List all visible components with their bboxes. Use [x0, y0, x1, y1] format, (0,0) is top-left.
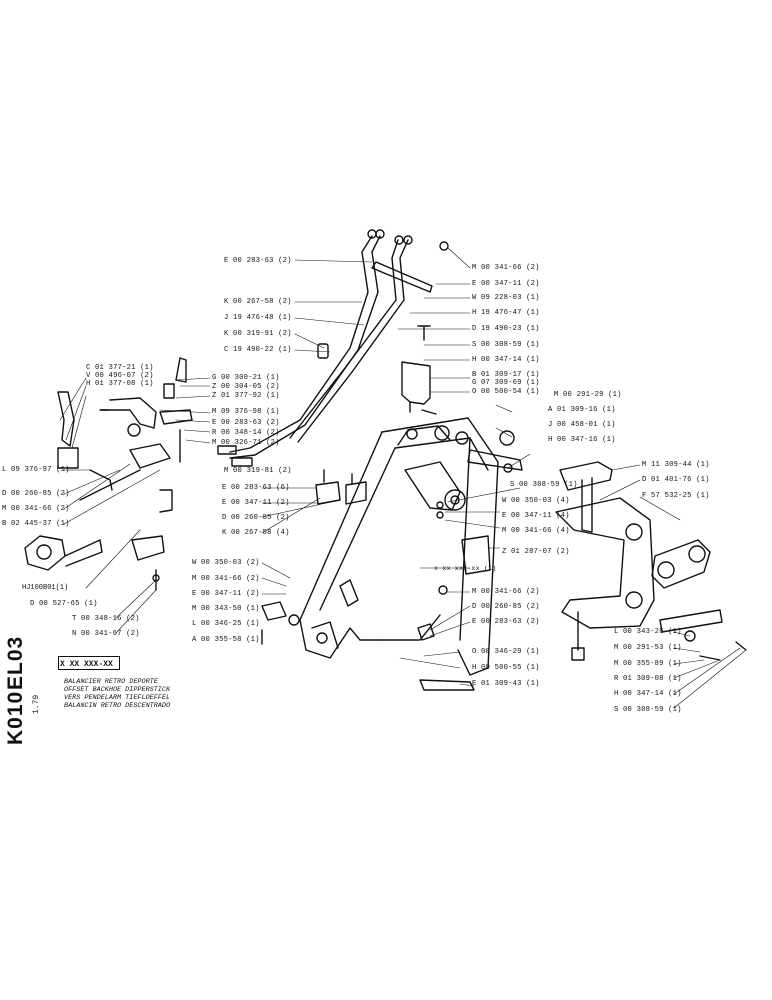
part-label: M 00 326-71 (2)	[212, 439, 280, 447]
part-label: A 00 355-58 (1)	[192, 636, 260, 644]
title-en: OFFSET BACKHOE DIPPERSTICK	[64, 686, 171, 694]
part-label: M 00 343-50 (1)	[192, 605, 260, 613]
side-reference: HJ100B01(1)	[22, 584, 69, 592]
title-fr: BALANCIER RETRO DEPORTE	[64, 678, 158, 686]
part-label: M 00 291-29 (1)	[554, 391, 622, 399]
part-label: D 00 527-65 (1)	[30, 600, 98, 608]
part-label: L 00 346-25 (1)	[192, 620, 260, 628]
part-label: M 00 341-66 (2)	[2, 505, 70, 513]
part-label: M 00 319-81 (2)	[224, 467, 292, 475]
part-label: B 01 309-17 (1)	[472, 371, 540, 379]
part-label: S 00 308-59 (1)	[510, 481, 578, 489]
part-label: D 00 260-85 (2)	[472, 603, 540, 611]
center-brackets	[261, 469, 491, 645]
part-label: R 00 348-14 (2)	[212, 429, 280, 437]
part-label: R 01 309-08 (1)	[614, 675, 682, 683]
part-label: T 00 348-16 (2)	[72, 615, 140, 623]
part-label: M 09 376-98 (1)	[212, 408, 280, 416]
part-label: N 00 341-67 (2)	[72, 630, 140, 638]
part-label: Z 01 377-92 (1)	[212, 392, 280, 400]
page-number: 1.79	[32, 694, 41, 714]
part-label: J 19 476-48 (1)	[224, 314, 292, 322]
leader-lines	[59, 247, 747, 709]
title-es: BALANCIN RETRO DESCENTRADO	[64, 702, 171, 710]
part-label: V 00 496-07 (2)	[86, 372, 154, 380]
part-label: Z 00 304-05 (2)	[212, 383, 280, 391]
title-de: VERS PENDELARM TIEFLOEFFEL	[64, 694, 171, 702]
part-label: E 00 283-63 (2)	[212, 419, 280, 427]
part-label: K 00 267-58 (4)	[222, 529, 290, 537]
part-label: D 01 401-76 (1)	[642, 476, 710, 484]
part-label: Z 01 287-07 (2)	[502, 548, 570, 556]
part-label: S 00 308-59 (1)	[614, 706, 682, 714]
part-label: G 07 309-69 (1)	[472, 379, 540, 387]
part-label: S 00 308-59 (1)	[472, 341, 540, 349]
part-label: E 00 283-63 (2)	[472, 618, 540, 626]
part-label: D 19 490-23 (1)	[472, 325, 540, 333]
part-label: H 01 377-08 (1)	[86, 380, 154, 388]
part-label: W 00 350-03 (4)	[502, 497, 570, 505]
part-label: M 00 355-89 (1)	[614, 660, 682, 668]
part-label: O 00 346-29 (1)	[472, 648, 540, 656]
sheet-ref-line2: K010	[4, 690, 27, 745]
part-label: O 00 500-54 (1)	[472, 388, 540, 396]
part-label: E 00 283-63 (6)	[222, 484, 290, 492]
part-label: B 02 445-37 (1)	[2, 520, 70, 528]
part-label: C 01 377-21 (1)	[86, 364, 154, 372]
part-label: W 00 350-03 (2)	[192, 559, 260, 567]
part-label: H 00 347-14 (1)	[614, 690, 682, 698]
small-code-label: x xx xxx-xx (1)	[434, 565, 497, 572]
part-label: A 01 309-16 (1)	[548, 406, 616, 414]
part-label: H 00 347-14 (1)	[472, 356, 540, 364]
part-label: F 57 532-25 (1)	[642, 492, 710, 500]
part-label: E 00 347-11 (2)	[222, 499, 290, 507]
part-label: K 00 319-91 (2)	[224, 330, 292, 338]
part-label: H 00 500-55 (1)	[472, 664, 540, 672]
part-label: J 00 458-01 (1)	[548, 421, 616, 429]
part-label: C 19 490-22 (1)	[224, 346, 292, 354]
part-label: M 00 341-66 (4)	[502, 527, 570, 535]
drawing-code: X XX XXX-XX	[60, 660, 113, 669]
top-right-hardware	[401, 241, 449, 415]
part-label: H 19 476-47 (1)	[472, 309, 540, 317]
part-label: E 00 347-11 (2)	[472, 280, 540, 288]
part-label: M 00 341-66 (2)	[192, 575, 260, 583]
right-pin-assembly	[419, 430, 747, 691]
part-label: L 09 376-97 (1)	[2, 466, 70, 474]
part-label: W 09 228-03 (1)	[472, 294, 540, 302]
part-label: E 01 309-43 (1)	[472, 680, 540, 688]
part-label: M 00 341-66 (2)	[472, 264, 540, 272]
part-label: G 00 300-21 (1)	[212, 374, 280, 382]
left-assembly	[24, 357, 193, 591]
part-label: K 00 267-58 (2)	[224, 298, 292, 306]
part-label: H 00 347-16 (1)	[548, 436, 616, 444]
part-label: M 00 341-66 (2)	[472, 588, 540, 596]
sheet-ref-line1: EL03	[4, 635, 27, 690]
part-label: L 00 343-26 (1)	[614, 628, 682, 636]
part-label: M 11 309-44 (1)	[642, 461, 710, 469]
part-label: M 00 291-53 (1)	[614, 644, 682, 652]
part-label: D 00 260-85 (2)	[222, 514, 290, 522]
hydraulic-pipes	[217, 229, 433, 467]
part-label: D 00 260-85 (2)	[2, 490, 70, 498]
part-label: E 00 347-11 (4)	[502, 512, 570, 520]
code-box	[58, 656, 120, 670]
part-label: E 00 347-11 (2)	[192, 590, 260, 598]
part-label: E 00 283-63 (2)	[224, 257, 292, 265]
